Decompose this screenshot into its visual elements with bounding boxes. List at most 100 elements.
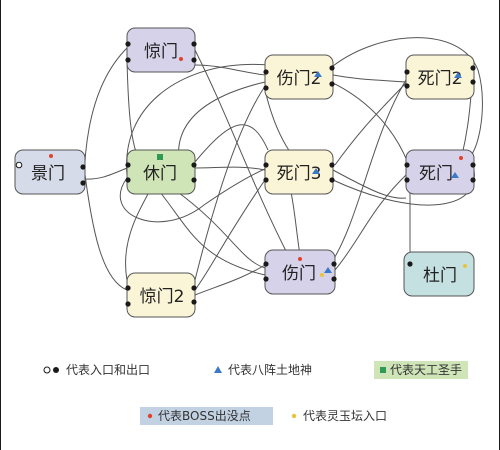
line-xiu-shang [174,189,266,269]
connector-dot [125,301,131,307]
legend-label: 代表八阵土地神 [228,363,312,377]
line-xiu-si [126,63,409,176]
node-label: 杜门 [423,266,457,286]
legend-label: 代表天工圣手 [390,363,462,377]
connector-dot [404,69,410,75]
connector-dot [125,285,131,291]
boss-legend-icon [147,413,153,419]
node-jingmen-scene: 景门 [14,149,86,195]
jade-altar-marker-icon [463,264,467,268]
exit-dot-icon [53,367,59,373]
tudishen-legend-icon [214,366,222,373]
line-xiu-si3 [194,166,266,171]
node-label: 伤门 [282,264,316,284]
line-jingmen-shang2 [194,64,266,76]
node-label: 景门 [31,164,65,184]
connector-dot [125,162,131,168]
node-box [264,54,334,100]
node-box [403,251,475,297]
connector-dot [470,65,476,71]
connector-dot [191,299,197,305]
connector-dot [263,162,269,168]
connector-dot [263,261,269,267]
entrance-marker-icon [15,161,23,169]
connector-dot [263,276,269,282]
connector-dot [191,162,197,168]
node-xiumen: 休门 [125,149,197,195]
connector-dot [404,83,410,89]
connector-dot [191,41,197,47]
connector-dot [329,81,335,87]
entrance-open-icon [43,366,51,374]
jade-altar-legend-icon [291,413,297,419]
tudishen-marker-icon [312,168,320,174]
legend-tiangong: 代表天工圣手 [374,361,468,379]
tudishen-marker-icon [314,71,322,77]
legend-jade-altar: 代表灵玉坛入口 [291,409,387,423]
node-shangmen: 伤门 [263,249,337,295]
legend-boss: 代表BOSS出没点 [140,407,273,425]
line-jingmen-shang [194,49,289,256]
tudishen-marker-icon [454,72,462,78]
connector-dot [125,177,131,183]
tiangong-marker-icon [157,154,163,160]
tudishen-marker-icon [451,172,459,178]
connector-dot [470,162,476,168]
node-box [126,27,196,73]
connector-dot [80,164,86,170]
node-box [264,249,336,295]
boss-marker-icon [49,154,53,158]
node-label: 死门3 [277,164,322,184]
connector-dot [263,69,269,75]
tudishen-marker-icon [324,267,332,273]
legend-highlight [374,361,468,379]
connector-dot [125,57,131,63]
connector-dot [404,177,410,183]
line-si3-shang [289,186,301,256]
legend-label: 代表BOSS出没点 [158,408,251,423]
node-label: 休门 [143,164,177,184]
jade-altar-marker-icon [320,273,324,277]
boss-marker-icon [459,156,463,160]
connector-dot [331,276,337,282]
line-si-shang [334,174,407,271]
legend-entrance-exit: 代表入口和出口 [43,363,150,377]
connector-dot [80,180,86,186]
node-box [405,54,475,100]
node-jingmen: 惊门 [125,27,197,73]
connector-dot [329,65,335,71]
node-box [126,272,196,318]
line-shang-xiu2 [159,191,266,276]
connector-dot [263,85,269,91]
node-dumen: 杜门 [403,251,475,297]
node-label: 死门 [419,164,453,184]
connector-dot [331,261,337,267]
line-jing-jing2 [83,166,128,291]
legend: 代表入口和出口 代表八阵土地神 代表天工圣手 代表BOSS出没点 代表灵玉坛入口 [43,361,468,425]
connector-dot [191,177,197,183]
legend-label: 代表灵玉坛入口 [303,409,387,423]
node-simen: 死门 [404,149,476,195]
connector-dot [125,41,131,47]
line-shang2-loop [332,37,483,159]
legend-highlight [140,407,273,425]
legend-tudishen: 代表八阵土地神 [214,363,312,377]
tiangong-legend-icon [380,367,386,373]
boss-marker-icon [298,257,302,261]
line-si3-jing2 [194,179,266,291]
line-jing2-shang2 [194,81,269,281]
line-jing2-xiu [125,189,151,281]
node-box [405,149,475,195]
node-box [264,149,334,195]
connector-dot [329,162,335,168]
node-label: 惊门2 [140,287,185,307]
connector-dot [263,177,269,183]
connector-dot [470,79,476,85]
node-box [126,149,196,195]
connector-dot [404,162,410,168]
line-si3-si [332,169,407,199]
connector-dot [329,177,335,183]
line-jing-xiu [83,167,128,180]
legend-label: 代表入口和出口 [66,363,150,377]
